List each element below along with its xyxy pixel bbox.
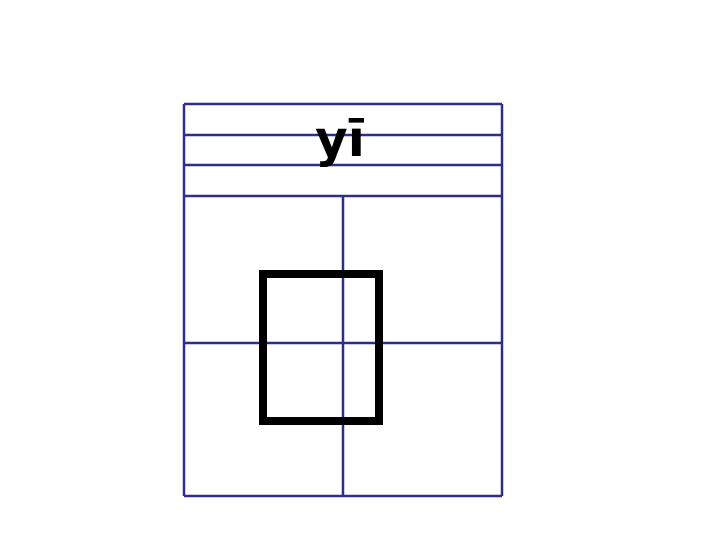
pinyin-label: yī <box>315 110 365 168</box>
character-glyph-placeholder <box>259 270 383 425</box>
